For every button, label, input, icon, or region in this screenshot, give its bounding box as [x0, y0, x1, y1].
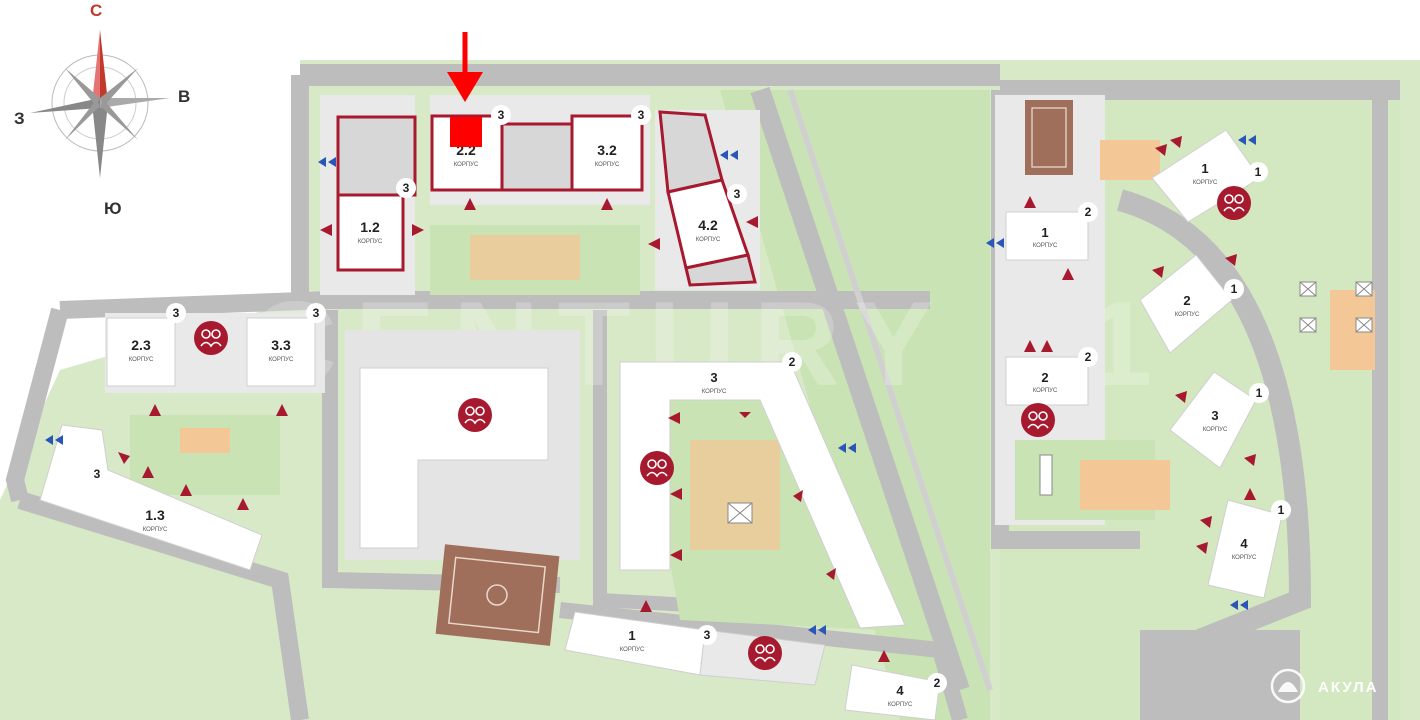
akula-logo: АКУЛА: [1270, 668, 1378, 704]
building-3-2-sections: 3: [638, 108, 645, 122]
logo-text: АКУЛА: [1318, 679, 1378, 696]
building-1-south-label: КОРПУС: [620, 647, 645, 653]
kindergarten-icon: [457, 397, 493, 433]
compass-west: З: [14, 109, 25, 128]
building-1-east-b-sections: 1: [1255, 165, 1262, 179]
building-1-2-sections: 3: [403, 181, 410, 195]
building-2-2[interactable]: 2.2 КОРПУС 3: [430, 105, 574, 192]
building-1-east-a[interactable]: 1 КОРПУС 2: [1005, 202, 1098, 261]
playground-markers: [727, 281, 1373, 524]
building-2-3[interactable]: 2.3 КОРПУС 3: [106, 303, 186, 387]
compass-rose: С В Ю З: [14, 1, 190, 218]
sports-pitch-east: [1025, 100, 1073, 175]
building-3-3-label: КОРПУС: [269, 357, 294, 363]
building-3-2[interactable]: 3.2 КОРПУС 3: [570, 105, 651, 192]
building-1-east-a-sections: 2: [1085, 205, 1092, 219]
building-2-east-b-number: 2: [1183, 293, 1190, 308]
building-2-east-a-label: КОРПУС: [1033, 388, 1058, 394]
building-4-east-b[interactable]: 4 КОРПУС 1: [1207, 499, 1291, 599]
building-4-2-label: КОРПУС: [696, 237, 721, 243]
building-4-2-sections: 3: [734, 187, 741, 201]
building-1-3-sections: 3: [94, 467, 101, 481]
kindergarten-icon: [1216, 185, 1252, 221]
building-3-east-b-label: КОРПУС: [1203, 427, 1228, 433]
building-3-2-label: КОРПУС: [595, 162, 620, 168]
building-4-south[interactable]: 4 КОРПУС 2: [844, 664, 947, 720]
building-4-east-b-sections: 1: [1278, 503, 1285, 517]
building-2-3-number: 2.3: [131, 337, 151, 353]
kindergarten-icon: [1020, 402, 1056, 438]
building-1-east-a-label: КОРПУС: [1033, 243, 1058, 249]
building-3-east-b[interactable]: 3 КОРПУС 1: [1169, 371, 1269, 469]
building-1-2-number: 1.2: [360, 219, 380, 235]
building-3-center-label: КОРПУС: [702, 389, 727, 395]
building-1-east-a-number: 1: [1041, 225, 1048, 240]
compass-east: В: [178, 87, 190, 106]
building-3-3[interactable]: 3.3 КОРПУС 3: [246, 303, 326, 387]
selected-square-marker: [450, 117, 482, 147]
school-building[interactable]: [359, 367, 549, 549]
building-3-east-b-number: 3: [1211, 408, 1218, 423]
school-icon: [747, 635, 783, 671]
compass-north: С: [90, 1, 102, 20]
sports-pitch-south: [435, 544, 560, 646]
building-1-2[interactable]: 1.2 КОРПУС 3: [336, 115, 417, 272]
building-4-2[interactable]: 4.2 КОРПУС 3: [658, 110, 757, 287]
building-2-2-label: КОРПУС: [454, 162, 479, 168]
building-4-south-sections: 2: [934, 676, 941, 690]
building-2-east-a[interactable]: 2 КОРПУС 2: [1005, 347, 1098, 438]
building-2-east-b-label: КОРПУС: [1175, 312, 1200, 318]
building-1-3[interactable]: 1.3 КОРПУС 3: [39, 424, 263, 571]
building-4-2-number: 4.2: [698, 217, 718, 233]
building-1-south-number: 1: [628, 628, 635, 643]
building-3-3-sections: 3: [313, 306, 320, 320]
building-1-2-label: КОРПУС: [358, 239, 383, 245]
building-3-center[interactable]: 3 КОРПУС 2: [619, 352, 906, 629]
section-badge: [396, 178, 416, 198]
selected-location-marker[interactable]: [447, 32, 483, 147]
building-3-center-sections: 2: [789, 355, 796, 369]
building-1-3-label: КОРПУС: [143, 527, 168, 533]
building-4-south-label: КОРПУС: [888, 702, 913, 708]
building-3-center-number: 3: [710, 370, 717, 385]
building-1-south-sections: 3: [704, 628, 711, 642]
compass-south: Ю: [104, 199, 122, 218]
building-1-3-number: 1.3: [145, 507, 165, 523]
building-1-east-b-number: 1: [1201, 161, 1208, 176]
kindergarten-icon: [193, 320, 229, 356]
north-needle-icon: [100, 30, 108, 103]
building-1-south[interactable]: 1 КОРПУС 3: [564, 611, 826, 686]
building-2-east-b[interactable]: 2 КОРПУС 1: [1139, 254, 1244, 354]
building-2-3-label: КОРПУС: [129, 357, 154, 363]
building-1-east-b[interactable]: 1 КОРПУС 1: [1151, 129, 1268, 223]
building-2-east-a-sections: 2: [1085, 350, 1092, 364]
building-2-2-sections: 3: [498, 108, 505, 122]
building-2-3-sections: 3: [173, 306, 180, 320]
building-4-south-number: 4: [896, 683, 904, 698]
arrow-head-icon: [447, 72, 483, 102]
building-2-east-a-number: 2: [1041, 370, 1048, 385]
entrance-arrows: [118, 136, 1256, 662]
building-3-3-number: 3.3: [271, 337, 291, 353]
building-3-east-b-sections: 1: [1256, 386, 1263, 400]
building-2-east-b-sections: 1: [1231, 282, 1238, 296]
building-3-2-number: 3.2: [597, 142, 617, 158]
building-1-east-b-label: КОРПУС: [1193, 180, 1218, 186]
shark-fin-icon: [1278, 682, 1298, 692]
building-4-east-b-label: КОРПУС: [1232, 555, 1257, 561]
kindergarten-icon: [639, 450, 675, 486]
building-4-east-b-number: 4: [1240, 536, 1248, 551]
